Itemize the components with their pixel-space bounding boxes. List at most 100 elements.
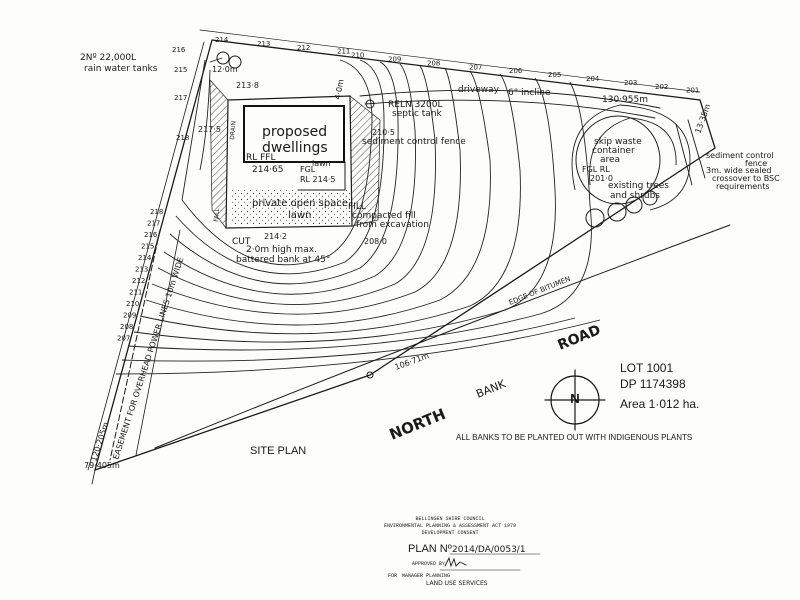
contour-label-top: 209 — [388, 56, 401, 64]
contour-lines — [115, 59, 691, 375]
tanks-label-1: 2Nº 22,000L — [80, 53, 136, 63]
contour-label-top: 202 — [655, 83, 668, 91]
trees-label-1: existing trees — [608, 181, 669, 191]
stamp-line-1: BELLINGEN SHIRE COUNCIL — [415, 516, 484, 522]
contour-label-top: 204 — [586, 75, 600, 83]
contour-label-top: 213 — [257, 40, 270, 48]
contour-label-top: 214 — [215, 36, 229, 44]
contour-label-left: 214 — [138, 254, 152, 262]
contour-label-left: 217 — [147, 220, 160, 228]
contour-label-left: 215 — [141, 243, 154, 251]
contour-label-left: 210 — [126, 300, 139, 308]
fill-batter — [349, 95, 381, 227]
stamp-plan-number: 2014/DA/0053/1 — [452, 545, 526, 555]
skip-label-3: area — [600, 155, 620, 165]
spot-height-4: 208·0 — [364, 237, 387, 246]
north-arrow: N — [544, 369, 606, 431]
incline-label: 6° incline — [508, 88, 551, 98]
lot-boundary — [94, 39, 716, 472]
spot-height-1: 213·8 — [236, 81, 259, 90]
contour-label-left: 218 — [150, 208, 163, 216]
rl-ffl-label: RL FFL — [246, 153, 276, 163]
water-tank-2 — [228, 55, 242, 69]
fill-label-2: compacted fill — [352, 211, 416, 221]
cut-label-3: battered bank at 45° — [236, 255, 330, 265]
contour-label-left: 212 — [132, 277, 145, 285]
dim-4m: 4·0m — [333, 78, 345, 100]
crossover-label-2: crossover to BSC — [712, 174, 780, 183]
contour-label-top: 205 — [548, 71, 561, 79]
spot-height-3: 214·2 — [264, 232, 287, 241]
cut-label-2: 2·0m high max. — [246, 245, 317, 255]
dim-12m: 12·0m — [212, 65, 238, 74]
rl-ffl-value: 214·65 — [252, 165, 284, 175]
lot-number: LOT 1001 — [620, 361, 673, 375]
contour-label-top: 201 — [686, 87, 699, 95]
water-tank-1 — [216, 51, 230, 65]
fill-area — [230, 190, 350, 224]
stamp-land-use: LAND USE SERVICES — [426, 580, 488, 587]
skip-waste-area — [575, 115, 661, 205]
fill-label-3: from excavation — [356, 220, 429, 230]
stamp-line-2: ENVIRONMENTAL PLANNING & ASSESSMENT ACT … — [384, 523, 516, 529]
contour-label-top: 206 — [509, 67, 523, 75]
tanks-label-2: rain water tanks — [84, 64, 158, 74]
fill-label: FILL — [348, 202, 366, 212]
easement-line — [109, 229, 161, 461]
crossover-label-3: requirements — [716, 182, 770, 191]
dim-top: 130·955m — [602, 95, 648, 105]
skip-label-1: skip waste — [594, 137, 642, 147]
stamp-manager: MANAGER PLANNING — [402, 573, 450, 579]
contour-label-left: 211 — [129, 289, 142, 297]
driveway — [359, 89, 661, 109]
stamp-approved: APPROVED BY — [412, 561, 445, 567]
contour-label-corner: 218 — [176, 134, 189, 142]
edge-of-bitumen-line — [154, 224, 731, 449]
stamp-line-3: DEVELOPMENT CONSENT — [421, 530, 478, 536]
dwellings-label: dwellings — [262, 140, 328, 156]
fgl2-value: 201·0 — [590, 174, 613, 183]
contour-label-left: 213 — [135, 266, 148, 274]
planting-note: ALL BANKS TO BE PLANTED OUT WITH INDIGEN… — [456, 433, 692, 442]
road-word-3: ROAD — [556, 322, 603, 354]
contour-label-left: 209 — [123, 312, 136, 320]
contour-label-top: 203 — [624, 79, 637, 87]
contour-label-left: 216 — [144, 231, 158, 239]
spot-height-2: 210·5 — [372, 128, 395, 137]
stamp-for: FOR — [388, 573, 397, 579]
road-word-1: NORTH — [387, 405, 448, 444]
lot-area: Area 1·012 ha. — [620, 397, 699, 411]
skip-label-2: container — [592, 146, 635, 156]
contour-label-top: 210 — [351, 52, 364, 60]
fgl2-label: FGL RL — [582, 165, 610, 174]
fall-label: FALL — [213, 207, 221, 222]
contour-label-left: 207 — [117, 335, 130, 343]
contour-label-top: 208 — [427, 59, 440, 67]
crossover-label-1: 3m. wide sealed — [706, 166, 772, 175]
contour-label-top: 207 — [469, 63, 482, 71]
dim-base: 79·405m — [84, 461, 120, 470]
existing-trees — [585, 190, 658, 228]
dim-left: 120·205m — [89, 421, 110, 463]
drain-label: DRAIN — [229, 121, 238, 140]
boundary-marker — [366, 371, 374, 379]
sediment-label-1: sediment control fence — [362, 137, 466, 147]
lawn2-label: lawn — [288, 210, 311, 221]
dim-bottom: 106·71m — [394, 351, 431, 372]
fgl-label: FGL — [300, 165, 316, 174]
contour-label-corner: 216 — [172, 46, 186, 54]
sediment-label-2: sediment control — [706, 151, 774, 160]
council-stamp: BELLINGEN SHIRE COUNCIL ENVIRONMENTAL PL… — [384, 516, 541, 587]
dp-number: DP 1174398 — [620, 377, 686, 391]
north-letter: N — [570, 391, 579, 406]
stamp-plan-label: PLAN Nº — [408, 543, 452, 555]
dwelling-footprint — [243, 105, 345, 163]
rl-214-5: RL 214·5 — [300, 175, 335, 184]
septic-label-2: septic tank — [392, 109, 443, 119]
easement-label: EASEMENT FOR OVERHEAD POWER LINES 10m WI… — [111, 256, 185, 461]
